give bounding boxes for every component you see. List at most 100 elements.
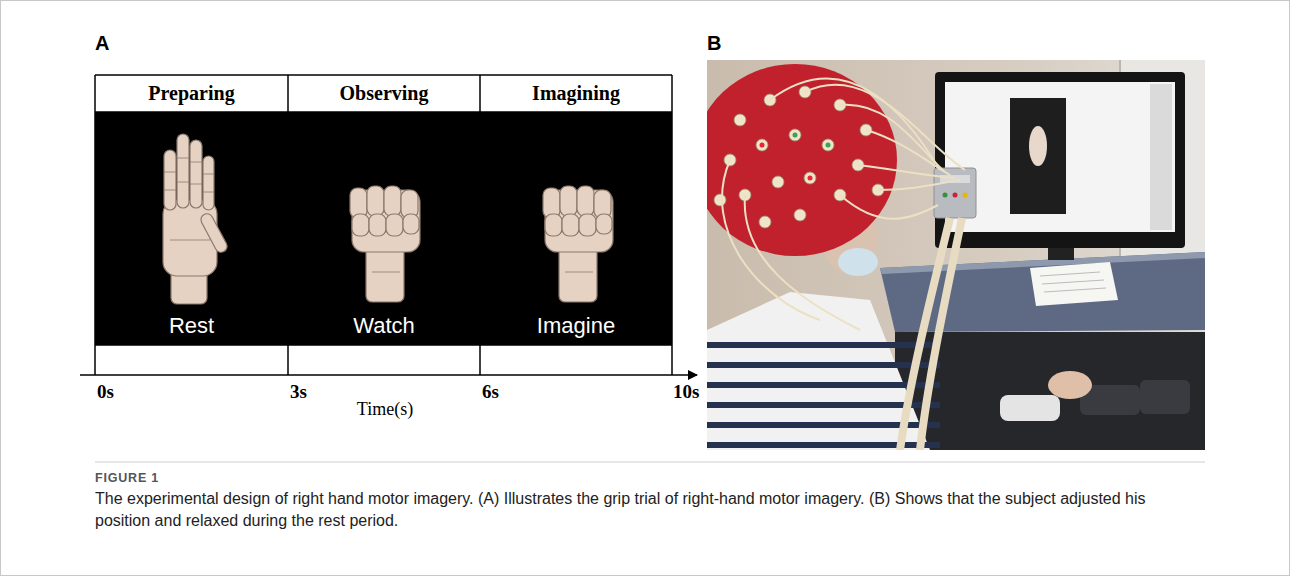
tick-label: 10s <box>673 381 699 403</box>
open-hand-part-part <box>203 192 214 193</box>
open-hand-part-part <box>177 158 189 159</box>
subject-photo-part <box>838 248 878 276</box>
subject-photo-part-part <box>826 143 831 148</box>
trial-grid-part <box>479 75 481 375</box>
subject-photo-part-part <box>722 160 820 320</box>
fist-hand-part <box>403 214 419 234</box>
fist-hand-part <box>545 214 562 236</box>
caption-rule <box>95 462 1205 463</box>
trial-grid-part <box>95 344 672 346</box>
subject-photo-part-part <box>714 194 726 206</box>
subject-photo-part <box>953 193 958 198</box>
open-hand-part-part <box>190 162 202 163</box>
phase-header: Preparing <box>95 75 288 112</box>
open-hand-part <box>163 200 217 276</box>
axis-title: Time(s) <box>357 399 413 420</box>
fist-hand <box>543 186 613 302</box>
cue-word: Watch <box>353 313 415 339</box>
subject-photo-part <box>1000 395 1060 421</box>
open-hand-part <box>164 158 214 240</box>
fist-hand-part <box>577 186 594 216</box>
subject-photo-part-part <box>840 195 938 219</box>
trial-grid-part <box>95 111 672 113</box>
subject-photo-part <box>1030 262 1118 306</box>
subject-photo-part-part <box>858 165 955 178</box>
open-hand-part-part <box>170 240 210 241</box>
phase-cue-panel: Imagine <box>480 112 672 345</box>
subject-photo-part-part <box>808 176 813 181</box>
subject-photo-part-part <box>789 129 801 141</box>
tick-label: 0s <box>97 381 114 403</box>
trial-grid-part <box>94 75 96 375</box>
subject-photo-part-part <box>878 180 960 190</box>
figure-caption: The experimental design of right hand mo… <box>95 488 1205 533</box>
panel-letter: A <box>95 32 109 55</box>
subject-photo-part <box>760 143 813 181</box>
subject-photo-part-part <box>804 172 816 184</box>
subject-photo-part <box>935 72 1185 248</box>
open-hand-part-part <box>177 182 189 183</box>
subject-photo-part <box>714 86 884 228</box>
trial-grid <box>95 75 672 375</box>
subject-photo-part-part <box>1044 288 1106 292</box>
subject-photo-part-part <box>760 143 765 148</box>
fist-hand-part <box>579 214 596 236</box>
cue-word: Rest <box>169 313 214 339</box>
subject-photo-part-part <box>1040 272 1100 276</box>
subject-photo-part-part <box>707 382 940 388</box>
open-hand-part <box>190 140 202 208</box>
fist-hand-part <box>565 272 593 273</box>
subject-photo-part-part <box>756 139 768 151</box>
subject-photo-part <box>793 133 831 148</box>
phase-cue-panel: Watch <box>288 112 480 345</box>
subject-photo-part-part <box>745 195 860 330</box>
trial-grid-part <box>671 75 673 375</box>
subject-photo-part <box>945 82 1175 232</box>
open-hand-part <box>177 134 189 208</box>
subject-photo-part <box>895 332 1205 450</box>
tick-label: 3s <box>290 381 307 403</box>
subject-photo-part <box>1140 380 1190 414</box>
subject-photo-part-part <box>734 114 746 126</box>
phase-cue-panel: Rest <box>95 112 288 345</box>
subject-photo-part <box>1150 84 1172 230</box>
subject-photo-part <box>1010 98 1066 214</box>
panel-letter: B <box>707 32 721 55</box>
subject-photo-part-part <box>772 176 784 188</box>
subject-photo <box>707 60 1205 450</box>
fist-hand-part <box>560 186 577 216</box>
cue-word: Imagine <box>537 313 615 339</box>
open-hand-part-part <box>203 174 214 175</box>
open-hand-part <box>203 156 214 210</box>
fist-hand <box>350 186 420 302</box>
subject-photo-part-part <box>759 216 771 228</box>
fist-hand-part <box>372 272 400 273</box>
subject-photo-part <box>900 218 962 450</box>
subject-photo-part-part <box>793 133 798 138</box>
open-hand-part-part <box>164 190 176 191</box>
phase-header: Observing <box>288 75 480 112</box>
trial-grid-part <box>95 74 672 76</box>
open-hand-part <box>164 150 176 210</box>
subject-photo-part-part <box>707 342 940 348</box>
tick-label: 6s <box>482 381 499 403</box>
fist-hand-part <box>384 186 401 216</box>
figure-number: FIGURE 1 <box>95 471 159 485</box>
subject-photo-part <box>1048 371 1092 399</box>
open-hand-part-part <box>164 172 176 173</box>
phase-title: Imagining <box>532 82 620 105</box>
open-hand <box>163 134 229 304</box>
phase-title: Preparing <box>148 82 234 105</box>
subject-photo-part <box>1040 272 1106 292</box>
open-hand-part-part <box>190 184 202 185</box>
subject-photo-part-part <box>770 79 940 170</box>
trial-panel <box>95 75 672 375</box>
subject-photo-part-part <box>920 218 962 450</box>
subject-photo-part-part <box>822 139 834 151</box>
subject-photo-part <box>963 193 968 198</box>
fist-hand-part <box>562 214 579 236</box>
subject-photo-part-part <box>805 85 965 170</box>
fist-hand-part <box>369 214 386 236</box>
